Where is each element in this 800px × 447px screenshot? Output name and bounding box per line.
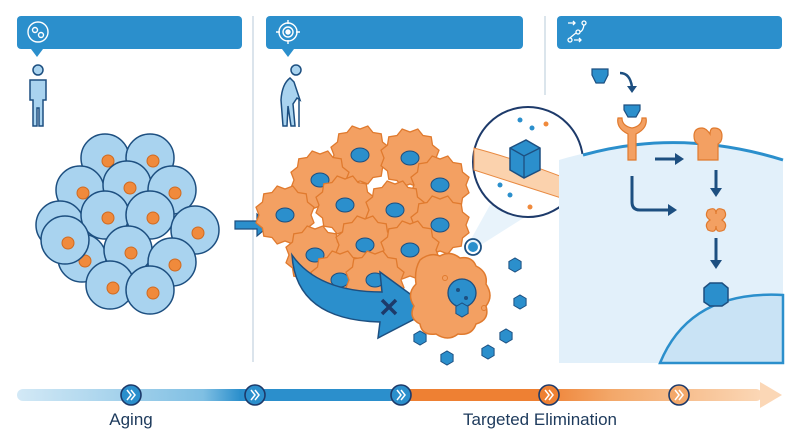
targeted-senescent-cell (409, 252, 491, 339)
cells-icon (27, 21, 49, 43)
channel-icon (509, 139, 541, 179)
drug-molecule-hexagon (499, 328, 513, 344)
panel-header-2 (266, 16, 523, 57)
timeline-node-double-chevron-icon (538, 384, 560, 406)
drug-molecule-hexagon (455, 302, 469, 318)
timeline-node-double-chevron-icon (244, 384, 266, 406)
healthy-cell (85, 260, 135, 310)
healthy-cell (125, 265, 175, 315)
pathway-icon (567, 20, 587, 43)
healthy-cell-cluster (35, 133, 220, 315)
drug-molecule-hexagon (481, 344, 495, 360)
released-drug-molecules (413, 257, 527, 366)
timeline-node-double-chevron-icon (668, 384, 690, 406)
ligand-icon (591, 68, 609, 84)
receptor-icon (617, 117, 647, 161)
senescent-cell (410, 155, 470, 215)
x-mark-icon (380, 298, 398, 316)
drug-molecule-hexagon (513, 294, 527, 310)
senescent-cell (255, 185, 315, 245)
panel-header-1 (17, 16, 242, 57)
panel-header-3 (557, 16, 782, 49)
nuclear-pore-icon (703, 282, 729, 307)
drug-molecule-hexagon (508, 257, 522, 273)
progress-timeline (17, 382, 782, 408)
healthy-cell (125, 190, 175, 240)
signaling-pathway (559, 68, 785, 365)
kinase-icon (705, 208, 727, 232)
drug-molecule-hexagon (413, 330, 427, 346)
timeline-node-double-chevron-icon (390, 384, 412, 406)
senescent-cell-cluster (255, 125, 470, 310)
drug-molecule-hexagon (440, 350, 454, 366)
healthy-cell (40, 215, 90, 265)
channel-protein-icon (693, 127, 723, 161)
target-icon (276, 20, 300, 44)
timeline-label-targeted-elimination: Targeted Elimination (462, 410, 618, 429)
timeline-label-aging: Aging (109, 410, 153, 429)
timeline-node-double-chevron-icon (120, 384, 142, 406)
elderly-person-icon (280, 64, 302, 127)
young-person-icon (29, 64, 47, 127)
blocked-clearance-arrow (291, 252, 434, 340)
membrane-magnifier (464, 106, 584, 256)
